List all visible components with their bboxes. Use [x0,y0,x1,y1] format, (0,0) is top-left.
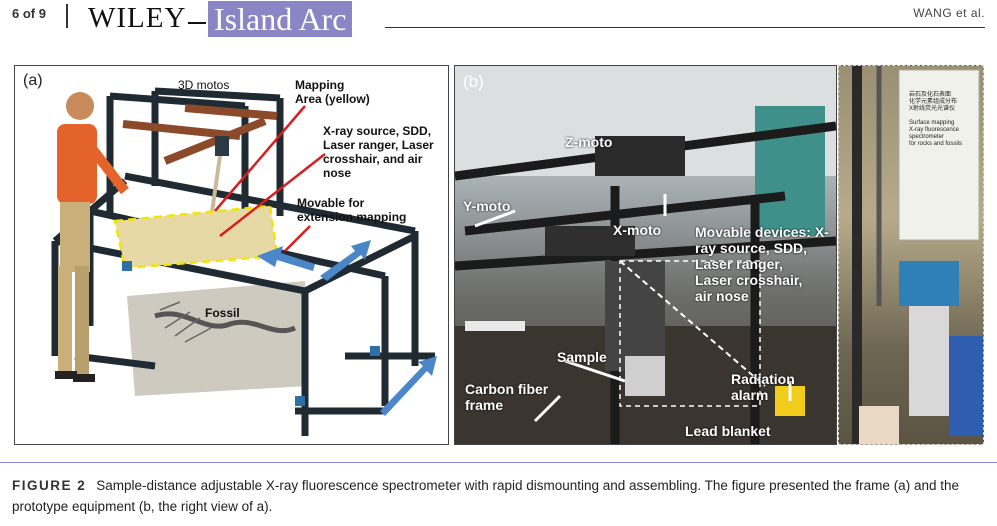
fossil-specimen [154,311,297,334]
mapping-area [113,204,279,270]
sample-holder [625,356,665,396]
prototype-photo [455,66,836,444]
header-separator [66,4,68,28]
side-photo [852,66,983,444]
figure-panel-b-side: 岩石及化石表面 化学元素组成分布 X射线荧光光谱仪 Surface mappin… [838,65,984,445]
x-moto-block [545,226,635,256]
journal-name: Island Arc [208,1,353,37]
fossil-slab [127,281,307,396]
blue-arrows [257,240,437,416]
devices-box [619,260,761,407]
annotation-fossil: Fossil [205,306,240,320]
white-arrows [474,194,792,423]
page-number: 6 of 9 [12,6,46,21]
z-moto-block [595,136,685,176]
logo-dash [188,22,206,24]
red-arrows [214,105,326,252]
info-sign [898,69,980,241]
panel-b-label: (b) [463,72,484,91]
wood-rails [122,104,278,165]
running-author: WANG et al. [913,6,985,20]
moto-block [215,136,229,156]
figure-panel-b: (b) Z-moto Y-moto X-moto Movable devices… [454,65,837,445]
header-rule [385,27,985,28]
figure-panel-a: (a) 3D motos Mapping Area (yellow) X-ray… [14,65,449,445]
caption-body: Sample-distance adjustable X-ray fluores… [12,478,959,514]
label-lead-blanket: Lead blanket [685,423,771,439]
label-z-moto: Z-moto [565,134,613,150]
annotation-3d-motos: 3D motos [178,78,230,92]
sensor-column [909,306,949,416]
sign-text: 岩石及化石表面 化学元素组成分布 X射线荧光光谱仪 Surface mappin… [909,92,963,147]
device-head [605,261,665,371]
panel-a-label: (a) [23,72,43,89]
annotation-movable: Movable for extension mapping [297,196,407,224]
annotation-mapping-area: Mapping Area (yellow) [295,78,370,106]
label-y-moto: Y-moto [463,198,511,214]
publisher-logo: WILEY [88,2,187,34]
annotation-devices: X-ray source, SDD, Laser ranger, Laser c… [323,124,434,180]
running-header: 6 of 9 WILEY Island Arc WANG et al. [0,0,997,44]
label-movable-devices: Movable devices: X- ray source, SDD, Las… [695,224,829,304]
label-radiation-alarm: Radiation alarm [731,371,795,403]
label-sample: Sample [557,349,607,365]
operator-figure [55,92,129,382]
label-carbon-frame: Carbon fiber frame [465,381,549,413]
figure-label: FIGURE 2 [12,478,87,493]
label-x-moto: X-moto [613,222,662,238]
frame-schematic [51,87,437,436]
blue-device [899,261,959,306]
